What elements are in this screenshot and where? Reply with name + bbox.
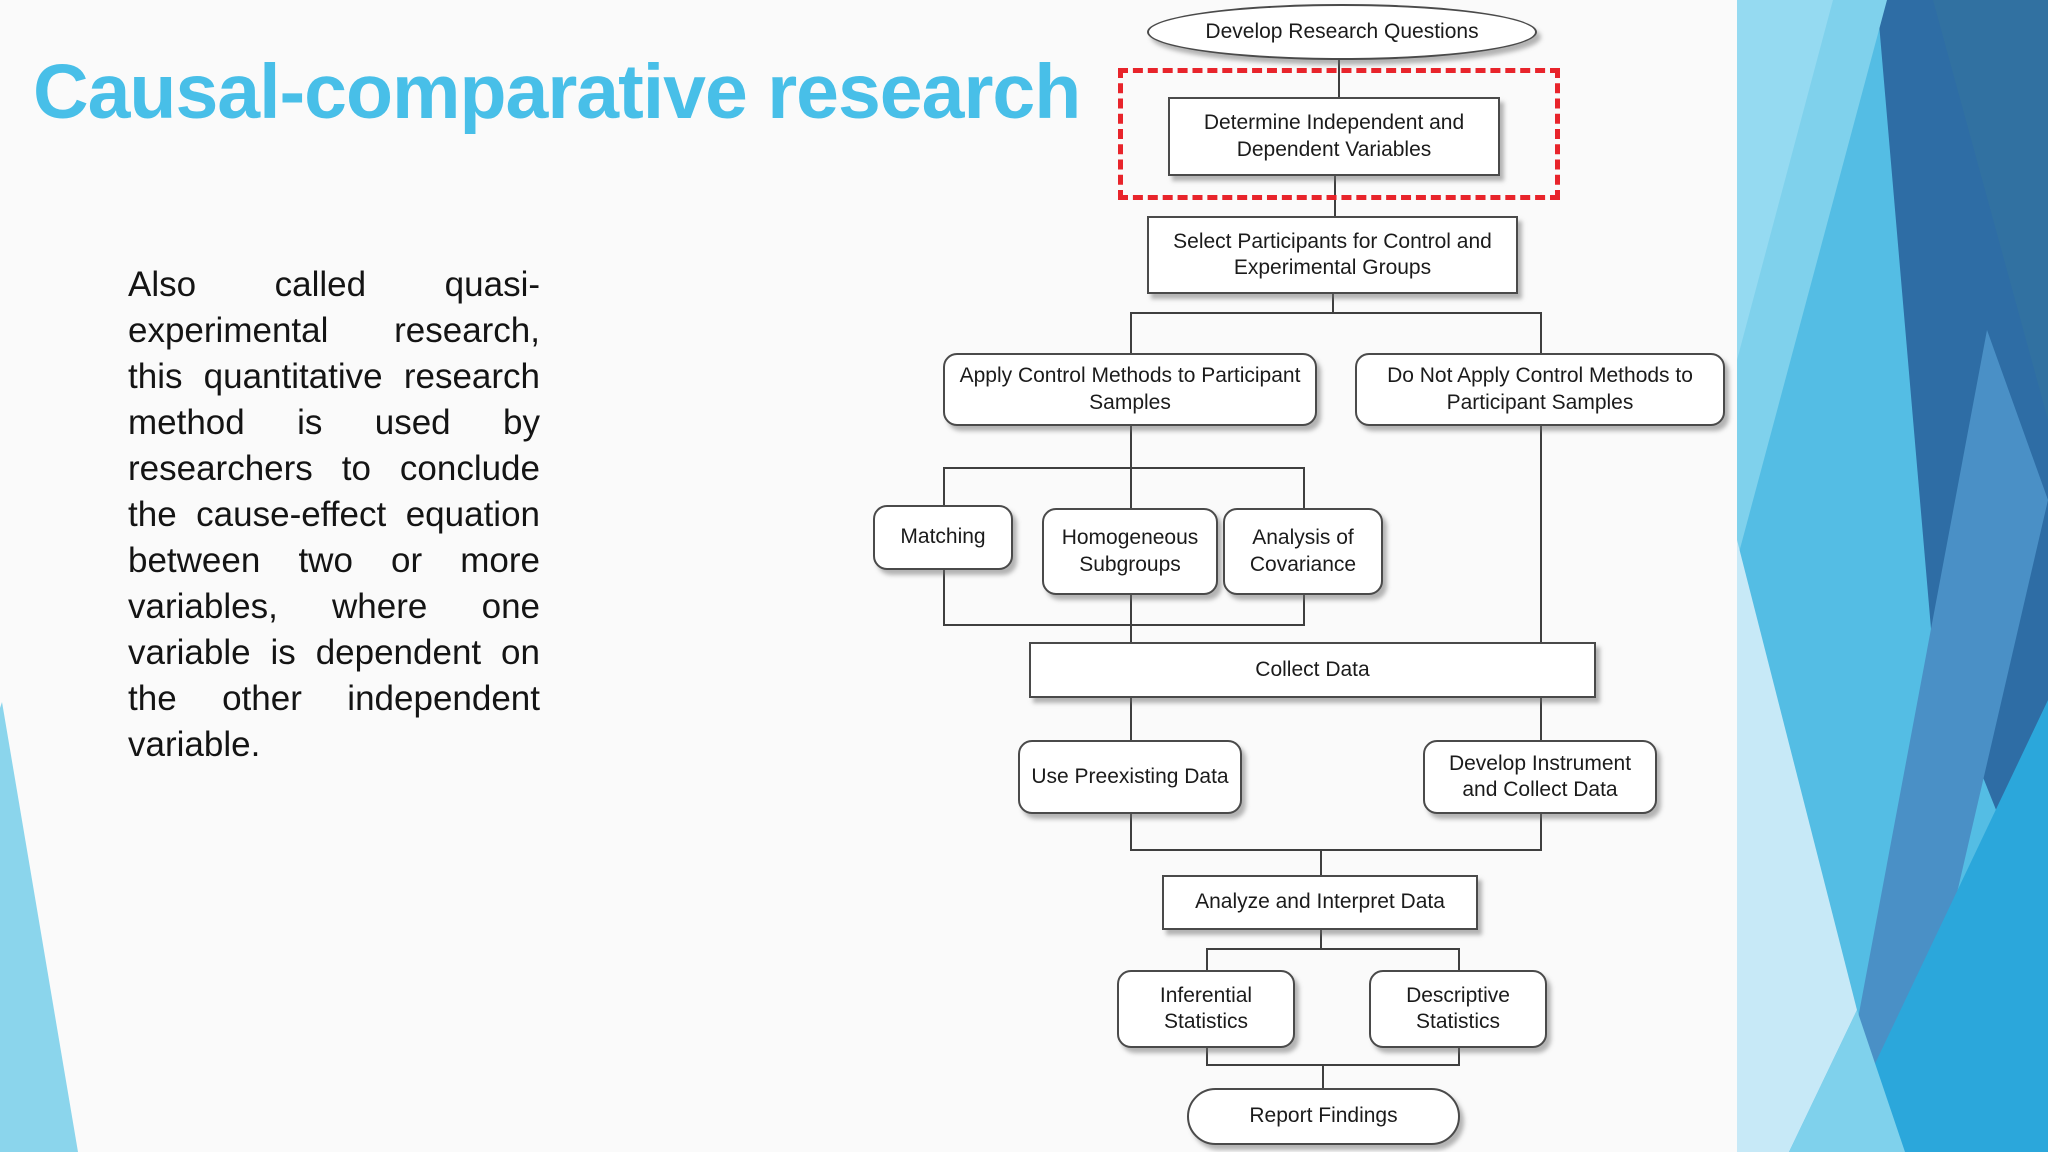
flow-node-inferential-statistics: Inferential Statistics xyxy=(1117,970,1295,1048)
flow-node-do-not-apply-control-methods: Do Not Apply Control Methods to Particip… xyxy=(1355,353,1725,426)
flow-node-descriptive-statistics: Descriptive Statistics xyxy=(1369,970,1547,1048)
flow-node-homogeneous-subgroups: Homogeneous Subgroups xyxy=(1042,508,1218,595)
connector-line xyxy=(1130,312,1542,314)
connector-line xyxy=(943,570,945,624)
connector-line xyxy=(1130,595,1132,624)
connector-line xyxy=(1540,312,1542,353)
connector-line xyxy=(1130,312,1132,353)
connector-line xyxy=(1206,948,1460,950)
connector-line xyxy=(1130,467,1132,508)
slide-body-text: Also called quasi-experimental research,… xyxy=(128,265,540,764)
flow-node-analysis-of-covariance: Analysis of Covariance xyxy=(1223,508,1383,595)
flow-node-use-preexisting-data: Use Preexisting Data xyxy=(1018,740,1242,814)
connector-line xyxy=(1130,814,1132,849)
flow-node-develop-instrument: Develop Instrument and Collect Data xyxy=(1423,740,1657,814)
connector-line xyxy=(1206,1048,1208,1064)
connector-line xyxy=(943,467,1305,469)
flow-node-analyze-interpret-data: Analyze and Interpret Data xyxy=(1162,875,1478,930)
highlight-dashed-rectangle xyxy=(1118,68,1560,200)
right-decoration-band xyxy=(1737,0,2048,1152)
connector-line xyxy=(943,467,945,505)
connector-line xyxy=(1303,595,1305,624)
connector-line xyxy=(1458,948,1460,970)
connector-line xyxy=(1540,814,1542,849)
connector-line xyxy=(1320,930,1322,948)
slide-title: Causal-comparative research xyxy=(33,49,1081,135)
connector-line xyxy=(1206,1064,1460,1066)
connector-line xyxy=(1320,849,1322,875)
connector-line xyxy=(1130,849,1542,851)
connector-line xyxy=(1303,467,1305,508)
flow-node-determine-variables: Determine Independent and Dependent Vari… xyxy=(1168,97,1500,176)
flow-node-select-participants: Select Participants for Control and Expe… xyxy=(1147,216,1518,294)
left-decoration-wedge xyxy=(0,702,78,1152)
connector-line xyxy=(1130,624,1132,642)
flow-node-matching: Matching xyxy=(873,505,1013,570)
flow-node-report-findings: Report Findings xyxy=(1187,1088,1460,1145)
connector-line xyxy=(1540,426,1542,642)
flow-node-collect-data: Collect Data xyxy=(1029,642,1596,698)
connector-line xyxy=(943,624,1305,626)
connector-line xyxy=(1322,1064,1324,1088)
flow-node-develop-research-questions: Develop Research Questions xyxy=(1147,4,1537,60)
connector-line xyxy=(1206,948,1208,970)
connector-line xyxy=(1130,426,1132,467)
connector-line xyxy=(1332,294,1334,312)
connector-line xyxy=(1458,1048,1460,1064)
connector-line xyxy=(1540,698,1542,740)
connector-line xyxy=(1338,60,1340,97)
connector-line xyxy=(1130,698,1132,740)
flow-node-apply-control-methods: Apply Control Methods to Participant Sam… xyxy=(943,353,1317,426)
